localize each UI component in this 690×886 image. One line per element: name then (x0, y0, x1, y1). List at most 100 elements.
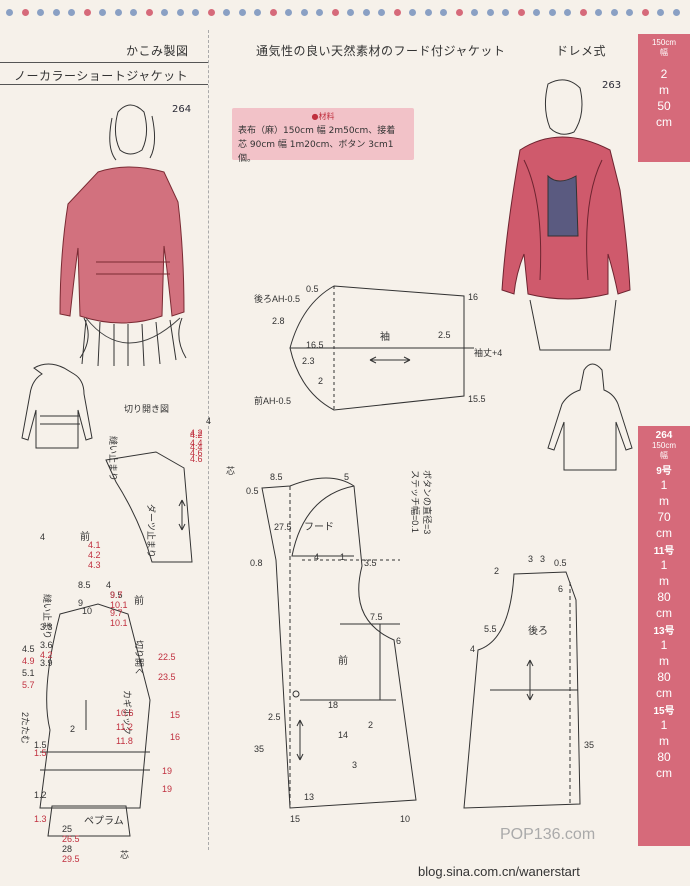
border-dot (672, 9, 680, 16)
back-measure: 5.5 (484, 624, 497, 634)
bodice-measure: 28 (62, 844, 72, 854)
back-pattern (463, 571, 581, 809)
border-dot (393, 9, 401, 16)
border-dot (99, 9, 106, 16)
front-measure: 35 (254, 744, 264, 754)
front-hood-pattern (261, 477, 417, 809)
bodice-measure-red: 4.4 (190, 442, 203, 452)
design-number-left: 264 (172, 104, 192, 115)
border-dot (626, 9, 633, 16)
bodice-measure: 5.1 (22, 668, 35, 678)
fabric-width-label: 幅 (660, 451, 668, 460)
size-value: m (659, 654, 669, 668)
border-dot (207, 9, 215, 16)
border-dot (130, 9, 137, 16)
bodice-measure: 3.3 (40, 622, 53, 632)
size-value: 1 (660, 718, 668, 732)
border-dot (486, 9, 494, 16)
size-value: 1 (660, 558, 668, 572)
size-value: cm (656, 686, 672, 700)
front-measure: 10 (400, 814, 410, 824)
front-measure: 7.5 (370, 612, 383, 622)
bodice-measure-red: 19 (162, 766, 172, 776)
border-dot (114, 9, 122, 16)
bodice-measure-red: 10.6 (116, 708, 134, 718)
back-measure: 3 (540, 554, 545, 564)
front-measure: 4 (314, 552, 319, 562)
divider (0, 84, 208, 85)
fabric-length-unit: cm (656, 115, 672, 129)
bodice-measure-red: 4.2 (190, 428, 203, 438)
border-dot (269, 9, 277, 16)
bodice-measure-red: 23.5 (158, 672, 176, 682)
border-dot (579, 9, 587, 16)
size-value: 80 (657, 670, 671, 684)
bodice-measure-red: 19 (162, 784, 172, 794)
front-label-left2: 前 (134, 594, 144, 607)
sleeve-measure: 2 (318, 376, 323, 386)
size-value: m (659, 574, 669, 588)
border-dot (471, 9, 478, 16)
back-measure: 6 (558, 584, 563, 594)
border-dot (409, 9, 416, 16)
url-watermark: blog.sina.com.cn/wanerstart (418, 864, 580, 879)
bodice-measure: 3.9 (40, 658, 53, 668)
bodice-measure-red: 4.2 (190, 430, 203, 440)
fabric-length-value: 50 (657, 99, 671, 113)
peplum-label: ペプラム (84, 815, 124, 827)
border-dot (145, 9, 153, 16)
border-dot (641, 9, 649, 16)
bodice-measure-red: 11.8 (116, 736, 133, 746)
sleeve-back-ah: 後ろAH-0.5 (254, 293, 300, 304)
border-dot (285, 9, 292, 16)
bodice-measure-red: 4.2 (40, 650, 53, 660)
front-measure: 1 (340, 552, 345, 562)
left-subtitle: ノーカラーショートジャケット (14, 69, 189, 83)
border-dot (6, 9, 13, 16)
interfacing-label: 芯 (226, 465, 235, 476)
logo-watermark: POP136.com (500, 826, 596, 843)
bodice-measure-red: 16 (170, 732, 180, 742)
front-measure: 8.5 (270, 472, 283, 482)
back-measure: 4 (470, 644, 475, 654)
stitch-note: ステッチ幅=0.1 (410, 470, 421, 533)
border-dot (21, 9, 29, 16)
front-measure: 18 (328, 700, 338, 710)
sleeve-measure: 2.8 (272, 316, 285, 326)
fabric-width: 150cm (651, 38, 676, 47)
button-note: ボタンの直径=3 (422, 470, 433, 534)
front-measure: 2.5 (268, 712, 281, 722)
size-value: 1 (660, 478, 668, 492)
bodice-measure-red: 10.1 (110, 600, 128, 610)
size-value: 80 (657, 750, 671, 764)
sleeve-front-ah: 前AH-0.5 (254, 395, 291, 406)
bodice-measure-red: 4.4 (190, 438, 203, 448)
bodice-measure: 1.2 (34, 790, 47, 800)
design-number: 264 (655, 430, 673, 441)
bodice-measure: 4 (106, 580, 111, 590)
small-hood-back (547, 363, 633, 471)
front-measure: 27.5 (274, 522, 292, 532)
bodice-measure-red: 15 (170, 710, 180, 720)
front-measure: 5 (344, 472, 349, 482)
front-measure: 0.8 (250, 558, 263, 568)
design-number-right: 263 (602, 80, 622, 91)
back-measure: 3 (528, 554, 533, 564)
border-dot (362, 9, 370, 16)
front-label-left: 前 (80, 530, 90, 543)
materials-box: ●材料 表布（麻）150cm 幅 2m50cm、接着 芯 90cm 幅 1m20… (232, 108, 414, 164)
size-label: 11号 (653, 546, 675, 557)
sleeve-length: 袖丈+4 (474, 347, 502, 358)
bodice-measure: 9 (78, 598, 83, 608)
border-dot (548, 9, 556, 16)
border-dot (176, 9, 184, 16)
bodice-measure: 3.6 (40, 640, 53, 650)
bodice-measure-red: 4.2 (88, 550, 101, 560)
bodice-measure-red: 10.1 (110, 618, 128, 628)
bodice-pattern (39, 451, 193, 837)
border-dot (533, 9, 540, 16)
